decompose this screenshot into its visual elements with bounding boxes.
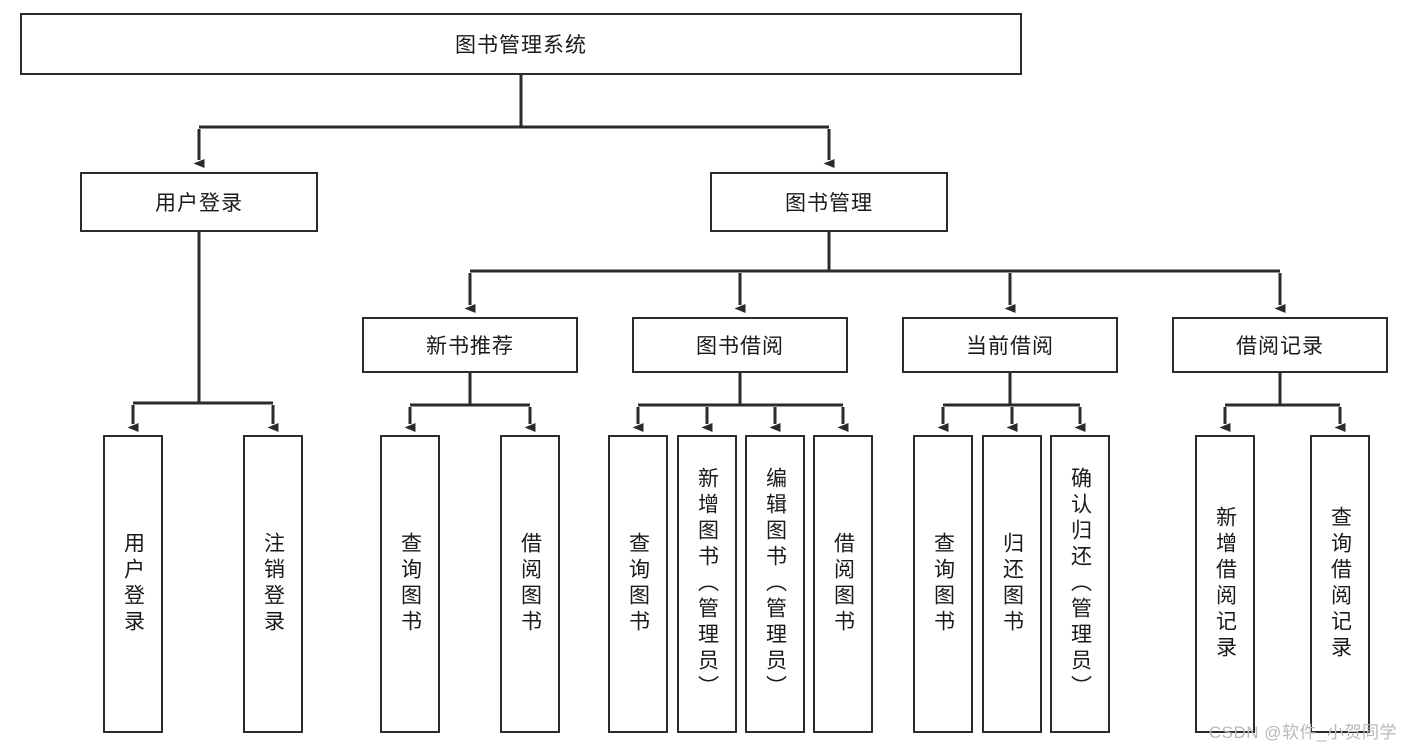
leaf-records-query-record[interactable]: 查询借阅记录 [1310, 435, 1370, 733]
leaf-user-login-signin-label: 用户登录 [121, 532, 145, 636]
leaf-user-login-signin[interactable]: 用户登录 [103, 435, 163, 733]
leaf-records-add-record-label: 新增借阅记录 [1213, 506, 1237, 662]
node-book-borrow-label: 图书借阅 [696, 335, 784, 358]
leaf-borrow-borrow-book[interactable]: 借阅图书 [813, 435, 873, 733]
leaf-current-confirm-return[interactable]: 确认归还（管理员） [1050, 435, 1110, 733]
node-new-book-recommend-label: 新书推荐 [426, 335, 514, 358]
leaf-current-query-book-label: 查询图书 [931, 532, 955, 636]
leaf-user-login-signout-label: 注销登录 [261, 532, 285, 636]
node-current-borrow-label: 当前借阅 [966, 335, 1054, 358]
leaf-records-query-record-label: 查询借阅记录 [1328, 506, 1352, 662]
leaf-borrow-edit-book[interactable]: 编辑图书（管理员） [745, 435, 805, 733]
node-user-login[interactable]: 用户登录 [80, 172, 318, 232]
leaf-borrow-add-book[interactable]: 新增图书（管理员） [677, 435, 737, 733]
leaf-records-add-record[interactable]: 新增借阅记录 [1195, 435, 1255, 733]
leaf-borrow-query-book-label: 查询图书 [626, 532, 650, 636]
leaf-borrow-borrow-book-label: 借阅图书 [831, 532, 855, 636]
node-user-login-label: 用户登录 [155, 192, 243, 215]
leaf-recommend-borrow-book-label: 借阅图书 [518, 532, 542, 636]
node-current-borrow[interactable]: 当前借阅 [902, 317, 1118, 373]
leaf-borrow-edit-book-label: 编辑图书（管理员） [763, 467, 787, 701]
node-borrow-records-label: 借阅记录 [1236, 335, 1324, 358]
node-book-borrow[interactable]: 图书借阅 [632, 317, 848, 373]
leaf-recommend-query-book[interactable]: 查询图书 [380, 435, 440, 733]
leaf-current-confirm-return-label: 确认归还（管理员） [1068, 467, 1092, 701]
node-borrow-records[interactable]: 借阅记录 [1172, 317, 1388, 373]
leaf-recommend-borrow-book[interactable]: 借阅图书 [500, 435, 560, 733]
leaf-current-return-book[interactable]: 归还图书 [982, 435, 1042, 733]
node-root-label: 图书管理系统 [455, 34, 587, 57]
node-book-management[interactable]: 图书管理 [710, 172, 948, 232]
leaf-current-query-book[interactable]: 查询图书 [913, 435, 973, 733]
leaf-user-login-signout[interactable]: 注销登录 [243, 435, 303, 733]
leaf-current-return-book-label: 归还图书 [1000, 532, 1024, 636]
node-new-book-recommend[interactable]: 新书推荐 [362, 317, 578, 373]
node-root[interactable]: 图书管理系统 [20, 13, 1022, 75]
leaf-borrow-query-book[interactable]: 查询图书 [608, 435, 668, 733]
leaf-borrow-add-book-label: 新增图书（管理员） [695, 467, 719, 701]
node-book-management-label: 图书管理 [785, 192, 873, 215]
watermark-text: CSDN @软件_小贺同学 [1208, 723, 1397, 742]
leaf-recommend-query-book-label: 查询图书 [398, 532, 422, 636]
